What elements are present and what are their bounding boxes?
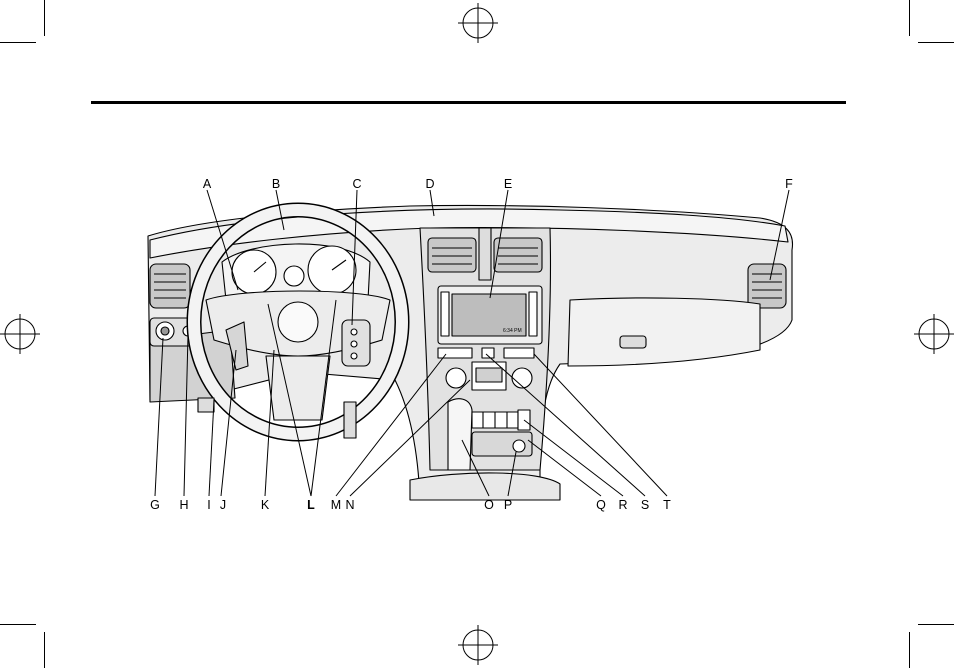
radio-clock-display: 6:34 PM (503, 328, 522, 334)
brake-pedal (198, 398, 214, 412)
center-console (410, 473, 560, 500)
callout-d: D (425, 177, 434, 191)
callout-m: M (331, 498, 341, 512)
left-air-vent (150, 264, 190, 308)
callout-r: R (618, 498, 627, 512)
glove-box (568, 298, 760, 366)
callout-t: T (663, 498, 671, 512)
power-outlet (513, 440, 525, 452)
accelerator-pedal (344, 402, 356, 438)
callout-j: J (220, 498, 226, 512)
right-air-vent (748, 264, 786, 308)
callout-i: I (207, 498, 210, 512)
callout-e: E (504, 177, 512, 191)
callout-a: A (203, 177, 212, 191)
callout-c: C (352, 177, 361, 191)
lower-switch-bank (472, 410, 530, 430)
navigation-radio (438, 286, 542, 344)
callout-f: F (785, 177, 793, 191)
registration-mark-top (458, 3, 498, 43)
callout-g: G (150, 498, 160, 512)
registration-mark-right (914, 314, 954, 354)
audio-button-row (438, 348, 534, 358)
glove-box-handle (620, 336, 646, 348)
callout-s: S (641, 498, 649, 512)
callout-k: K (261, 498, 270, 512)
callout-q: Q (596, 498, 606, 512)
callout-h: H (179, 498, 188, 512)
callout-p: P (504, 498, 512, 512)
callout-o: O (484, 498, 494, 512)
shift-lever (448, 399, 472, 470)
callout-b: B (272, 177, 280, 191)
callout-n: N (345, 498, 354, 512)
registration-mark-bottom (458, 625, 498, 665)
callout-l: L (307, 498, 315, 512)
registration-mark-left (0, 314, 40, 354)
dashboard-illustration: 6:34 PM (148, 206, 793, 501)
